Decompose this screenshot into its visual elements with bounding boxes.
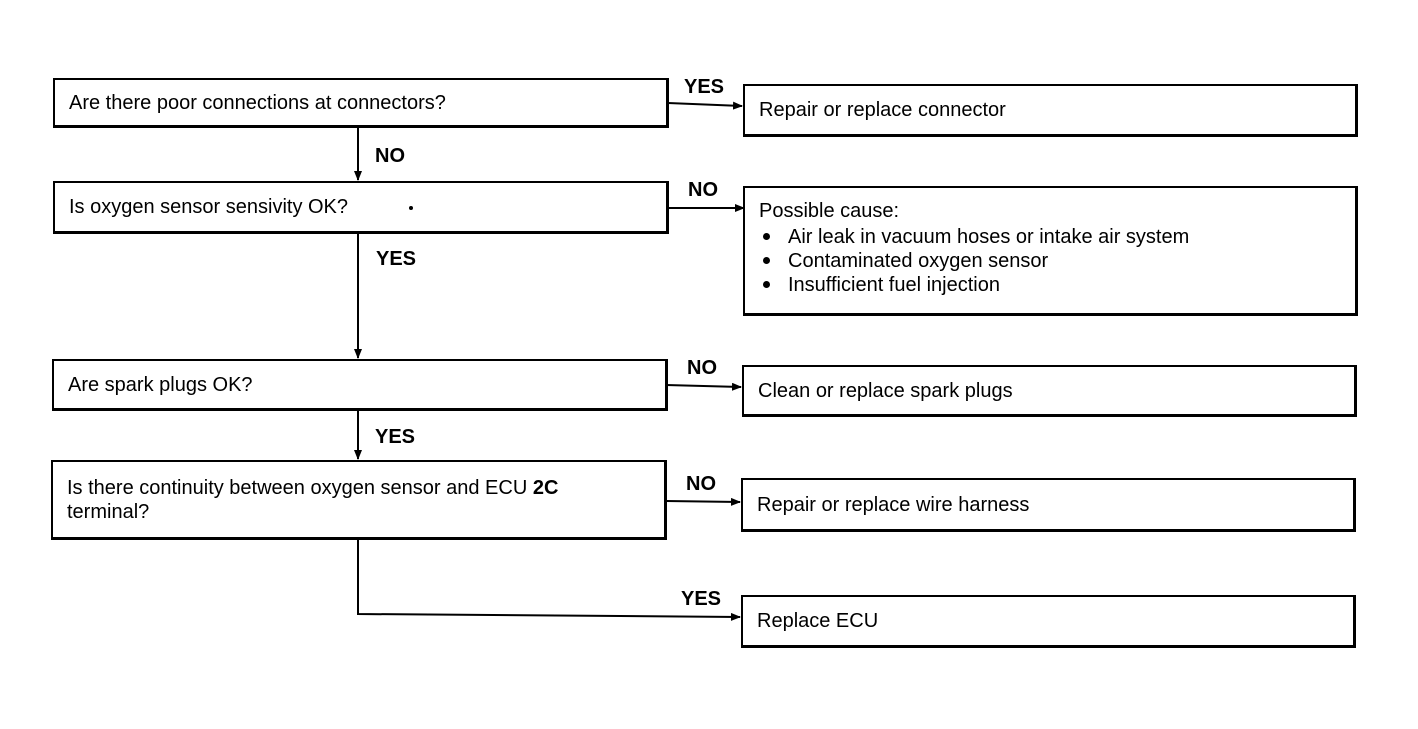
bullet-icon (763, 281, 770, 288)
branch-label-q1-no: NO (375, 145, 405, 167)
bullet-icon (763, 257, 770, 264)
question-box-connectors: Are there poor connections at connectors… (53, 78, 669, 128)
question-box-oxygen-sensor-sensitivity: Is oxygen sensor sensivity OK? (53, 181, 669, 234)
stray-mark (409, 206, 413, 210)
question-text-prefix: Is there continuity between oxygen senso… (67, 476, 533, 499)
outcome-text: Repair or replace wire harness (757, 493, 1030, 516)
list-item: Contaminated oxygen sensor (759, 249, 1189, 273)
outcome-box-clean-spark-plugs: Clean or replace spark plugs (742, 365, 1357, 417)
terminal-code: 2C (532, 476, 559, 499)
bullet-icon (763, 233, 770, 240)
outcome-text: Repair or replace connector (759, 99, 1006, 121)
cause-text: Insufficient fuel injection (788, 274, 1000, 296)
outcome-box-replace-ecu: Replace ECU (741, 595, 1356, 648)
cause-text: Contaminated oxygen sensor (788, 250, 1049, 272)
possible-cause-list: Air leak in vacuum hoses or intake air s… (759, 225, 1189, 297)
question-text: Is oxygen sensor sensivity OK? (69, 196, 349, 218)
possible-cause-heading: Possible cause: (759, 200, 900, 222)
question-text-line-2: terminal? (67, 500, 150, 523)
outcome-box-possible-cause: Possible cause: Air leak in vacuum hoses… (743, 186, 1358, 316)
question-box-spark-plugs: Are spark plugs OK? (52, 359, 668, 411)
outcome-box-repair-wire-harness: Repair or replace wire harness (741, 478, 1356, 532)
question-text-line-1: Is there continuity between oxygen senso… (67, 476, 558, 500)
list-item: Insufficient fuel injection (759, 273, 1189, 297)
connector-q3-no (665, 382, 742, 391)
outcome-text: Clean or replace spark plugs (758, 379, 1013, 402)
possible-cause-block: Possible cause: Air leak in vacuum hoses… (759, 199, 1189, 297)
branch-label-q3-no: NO (687, 357, 717, 379)
question-text: Are there poor connections at connectors… (69, 91, 446, 114)
outcome-box-repair-connector: Repair or replace connector (743, 84, 1358, 137)
cause-text: Air leak in vacuum hoses or intake air s… (788, 226, 1190, 248)
question-box-continuity: Is there continuity between oxygen senso… (51, 460, 667, 540)
connector-q1-yes (667, 101, 743, 110)
question-text-block: Is there continuity between oxygen senso… (67, 476, 558, 524)
branch-label-q1-yes: YES (684, 76, 725, 98)
branch-label-q2-yes: YES (376, 248, 417, 270)
connector-q4-no (665, 497, 741, 506)
branch-label-q3-yes: YES (375, 426, 416, 448)
branch-label-q2-no: NO (688, 179, 718, 201)
outcome-text: Replace ECU (757, 610, 879, 632)
branch-label-q4-no: NO (686, 473, 716, 495)
branch-label-q4-yes: YES (681, 588, 722, 610)
connector-q4-yes (357, 539, 741, 621)
list-item: Air leak in vacuum hoses or intake air s… (759, 225, 1189, 249)
question-text: Are spark plugs OK? (68, 373, 253, 396)
